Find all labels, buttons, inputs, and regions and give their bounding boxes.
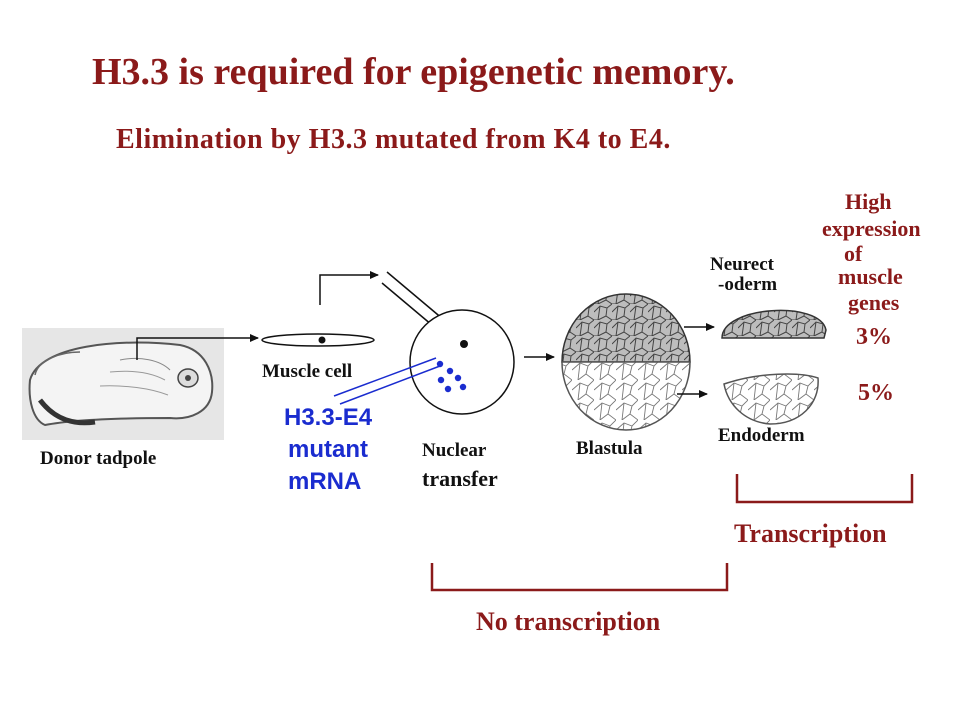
- high-expression-line2: expression: [822, 216, 921, 241]
- injection-line-1: [339, 365, 441, 405]
- muscle-cell-shape: [261, 333, 375, 347]
- high-expression-line5: genes: [848, 290, 900, 315]
- injection-line-2: [333, 357, 437, 397]
- transcription-bracket: [735, 474, 914, 504]
- high-expression-line3: of: [844, 241, 863, 266]
- neurectoderm-label-line1: Neurect: [710, 254, 775, 275]
- neurectoderm-label-line2: -oderm: [718, 274, 778, 295]
- arrow-tadpole-to-muscle: [136, 334, 259, 360]
- egg-circle: [409, 309, 515, 415]
- nuclear-transfer-label-line2: transfer: [422, 466, 498, 491]
- arrow-muscle-up: [319, 271, 379, 305]
- high-expression-line1: High: [845, 189, 892, 214]
- endoderm-image: [723, 373, 819, 425]
- transferred-nucleus: [460, 340, 468, 348]
- nuclear-transfer-label-line1: Nuclear: [422, 440, 487, 461]
- mutant-label-line2: mutant: [288, 436, 368, 463]
- blastula-image: [561, 293, 691, 431]
- muscle-cell-nucleus: [318, 336, 326, 344]
- slide-title: H3.3 is required for epigenetic memory.: [92, 51, 735, 93]
- no-transcription-label: No transcription: [476, 607, 661, 636]
- endoderm-percentage: 5%: [858, 380, 894, 406]
- endoderm-label: Endoderm: [718, 425, 805, 446]
- no-transcription-bracket: [430, 563, 729, 592]
- mutant-label-line3: mRNA: [288, 468, 362, 495]
- donor-tadpole-label: Donor tadpole: [40, 448, 157, 469]
- mutant-mrna-dots: [436, 360, 467, 393]
- high-expression-line4: muscle: [838, 264, 903, 289]
- donor-tadpole-image: [22, 328, 224, 440]
- transcription-label: Transcription: [734, 519, 887, 548]
- neurectoderm-percentage: 3%: [856, 324, 892, 350]
- blastula-label: Blastula: [576, 438, 643, 459]
- slide-subtitle: Elimination by H3.3 mutated from K4 to E…: [116, 124, 671, 155]
- neurectoderm-image: [721, 309, 827, 339]
- mutant-label-line1: H3.3-E4: [284, 404, 373, 431]
- muscle-cell-label: Muscle cell: [262, 361, 353, 382]
